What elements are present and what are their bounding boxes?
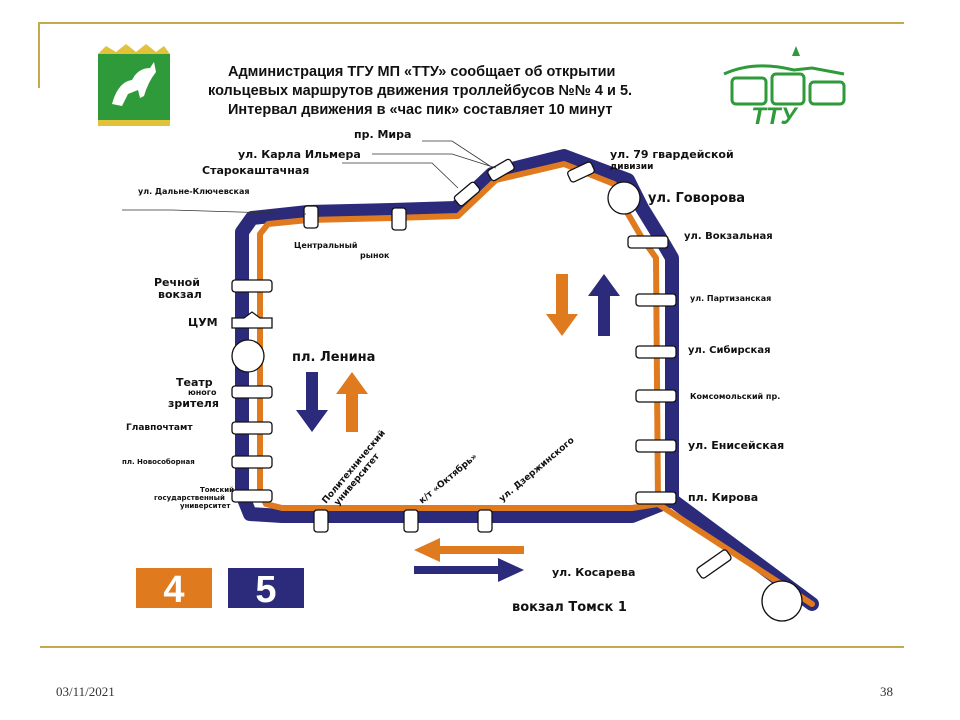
footer-date: 03/11/2021 — [56, 684, 115, 699]
stop-ilmera-marker — [391, 207, 407, 231]
stop-starokashtachnaya-marker — [453, 181, 481, 207]
label-tsum: ЦУМ — [188, 316, 218, 329]
stop-tsum-marker — [231, 311, 273, 329]
arrow-left-orange-icon — [414, 538, 524, 562]
label-centr-1: Центральный — [294, 241, 357, 250]
label-sibirskaya: ул. Сибирская — [688, 344, 771, 356]
stop-glavpochtamt-marker — [231, 421, 273, 435]
header-line-2: кольцевых маршрутов движения троллейбусо… — [208, 83, 632, 99]
label-centr-2: рынок — [360, 251, 390, 260]
stop-oktyabr-marker — [403, 509, 419, 533]
stop-teatr-marker — [231, 385, 273, 399]
stop-markers — [231, 158, 803, 622]
label-ilmera: ул. Карла Ильмера — [238, 148, 361, 161]
label-teatr-1: Театр — [176, 376, 213, 389]
route-5-number: 5 — [255, 569, 276, 611]
route-5-badge: 5 — [228, 568, 304, 611]
arrow-up-orange-icon — [336, 372, 368, 432]
header-line-1: Администрация ТГУ МП «ТТУ» сообщает об о… — [228, 64, 615, 80]
label-mira: пр. Мира — [354, 128, 411, 141]
arrow-up-navy-icon — [588, 274, 620, 336]
stop-komsomolsky-marker — [635, 389, 677, 403]
stop-79-gvard-marker — [567, 161, 595, 183]
arrow-right-navy-icon — [414, 558, 524, 582]
stop-partizanskaya-marker — [635, 293, 677, 307]
stop-tgu-marker — [231, 489, 273, 503]
frame-bottom-line — [40, 646, 904, 648]
frame-left-line — [38, 22, 40, 88]
label-leader-lines — [122, 140, 497, 215]
label-teatr-2: юного — [188, 388, 217, 397]
stop-mira-marker — [487, 158, 515, 182]
stop-sibirskaya-marker — [635, 345, 677, 359]
stop-vokzalnaya-marker — [627, 235, 669, 249]
label-gvard-1: ул. 79 гвардейской — [610, 148, 734, 161]
label-rechnoy-2: вокзал — [158, 288, 202, 301]
label-kosareva: ул. Косарева — [552, 566, 635, 579]
stop-kosareva-marker — [696, 549, 732, 579]
label-eniseyskaya: ул. Енисейская — [688, 439, 784, 452]
arrow-down-orange-icon — [546, 274, 578, 336]
stop-dzerzh-marker — [477, 509, 493, 533]
stop-kirova-marker — [635, 491, 677, 505]
route-4-number: 4 — [163, 569, 184, 611]
arrow-down-navy-icon — [296, 372, 328, 432]
label-tgu-2: государственный — [154, 494, 225, 502]
label-rechnoy-1: Речной — [154, 276, 200, 289]
label-lenina: пл. Ленина — [292, 350, 375, 365]
label-novosobornaya: пл. Новособорная — [122, 458, 195, 466]
ttu-logo-text: ТТУ — [751, 103, 798, 130]
stop-govorova-marker — [607, 181, 641, 215]
ttu-logo-icon: ТТУ — [723, 46, 846, 130]
label-tgu-1: Томский — [200, 486, 234, 494]
label-komsomolsky: Комсомольский пр. — [690, 392, 780, 401]
stop-lenina-marker — [231, 339, 265, 373]
label-dalne: ул. Дальне-Ключевская — [138, 187, 249, 196]
label-teatr-3: зрителя — [168, 397, 219, 410]
stop-dalne-marker — [303, 205, 319, 229]
label-gvard-2: дивизии — [610, 162, 653, 172]
direction-arrows — [296, 274, 620, 582]
label-tgu-3: университет — [180, 502, 231, 510]
route-4-badge: 4 — [136, 568, 212, 611]
label-partizanskaya: ул. Партизанская — [690, 294, 771, 303]
header-line-3: Интервал движения в «час пик» составляет… — [228, 102, 612, 118]
label-starokashtachnaya: Старокаштачная — [202, 164, 309, 177]
label-vokzalnaya: ул. Вокзальная — [684, 231, 773, 242]
coat-of-arms-icon — [98, 44, 170, 126]
stop-tomsk1-marker — [761, 580, 803, 622]
label-kirova: пл. Кирова — [688, 491, 758, 504]
stop-rechnoy-marker — [231, 279, 273, 293]
footer-page-number: 38 — [880, 684, 893, 699]
frame-top-line — [38, 22, 904, 24]
label-govorova: ул. Говорова — [648, 191, 745, 206]
trolleybus-route-map: Администрация ТГУ МП «ТТУ» сообщает об о… — [92, 38, 868, 628]
stop-eniseyskaya-marker — [635, 439, 677, 453]
label-glavpochtamt: Главпочтамт — [126, 423, 193, 433]
label-tomsk1: вокзал Томск 1 — [512, 600, 627, 615]
stop-poly-marker — [313, 509, 329, 533]
stop-novosobornaya-marker — [231, 455, 273, 469]
